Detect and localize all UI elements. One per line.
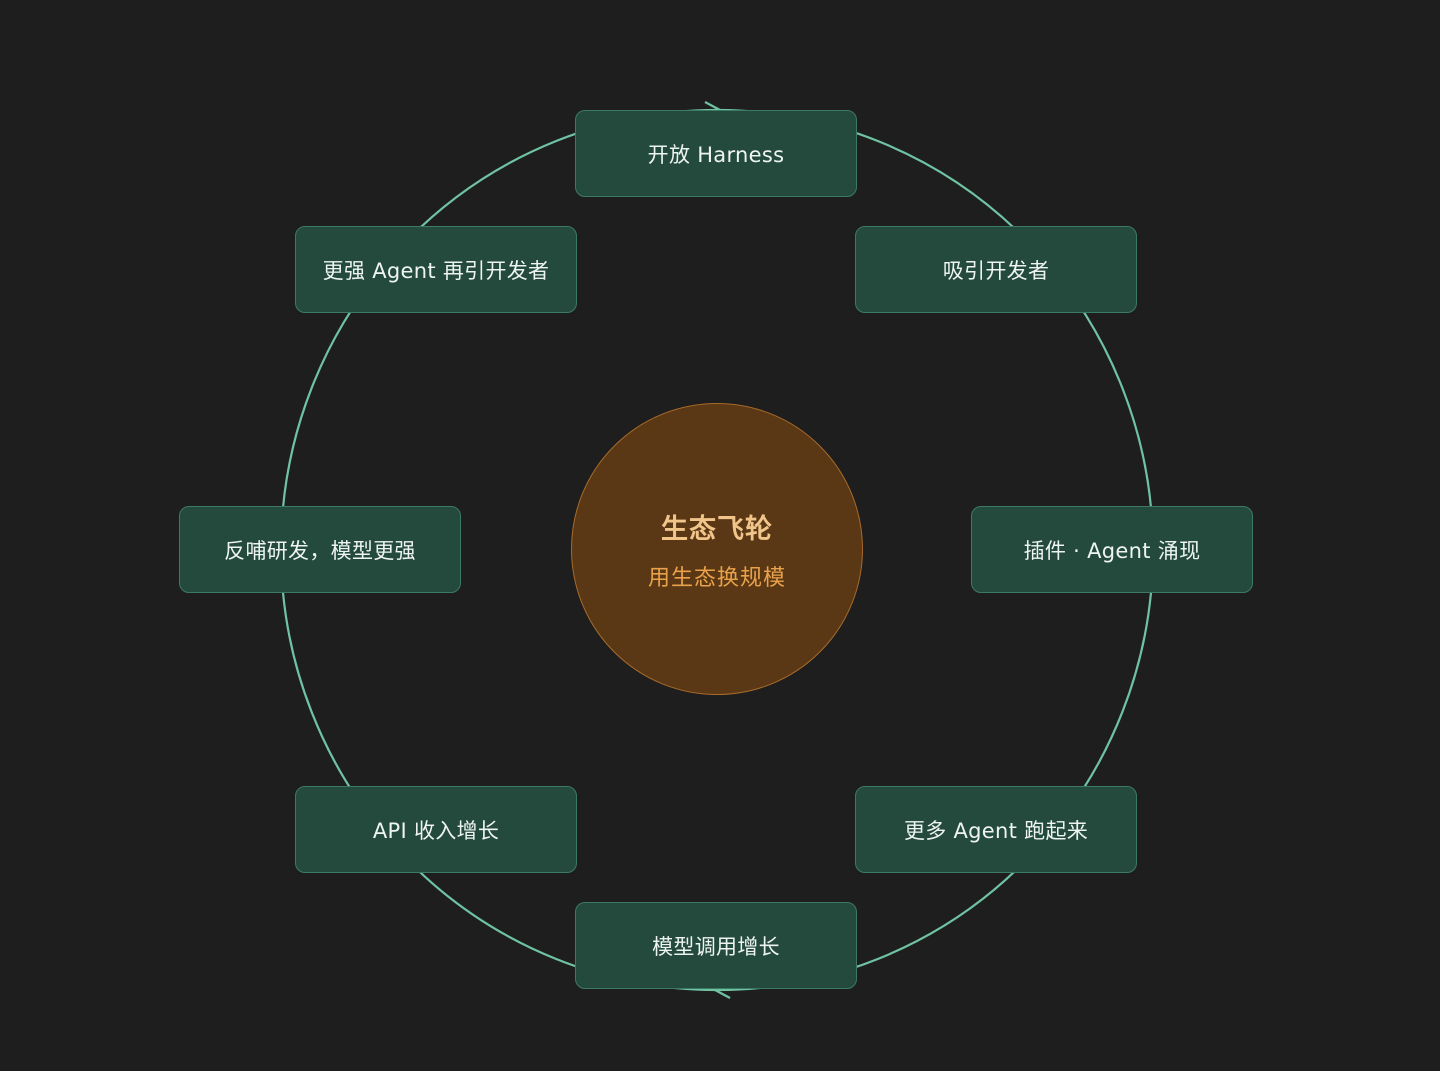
center-hub: 生态飞轮 用生态换规模 [571, 403, 863, 695]
node-label: 更多 Agent 跑起来 [903, 818, 1089, 843]
center-title: 生态飞轮 [661, 513, 773, 545]
node-feed-back-research: 反哺研发，模型更强 [179, 506, 461, 593]
node-attract-developers: 吸引开发者 [855, 226, 1137, 313]
node-label: 模型调用增长 [652, 934, 780, 959]
node-label: 更强 Agent 再引开发者 [322, 258, 550, 283]
node-api-revenue-grows: API 收入增长 [295, 786, 577, 873]
node-plugins-agents-emerge: 插件 · Agent 涌现 [971, 506, 1253, 593]
node-label: 开放 Harness [647, 142, 785, 167]
node-label: 吸引开发者 [942, 258, 1050, 283]
node-stronger-agents: 更强 Agent 再引开发者 [295, 226, 577, 313]
node-model-calls-grow: 模型调用增长 [575, 902, 857, 989]
node-label: API 收入增长 [372, 818, 500, 843]
node-label: 插件 · Agent 涌现 [1023, 538, 1201, 563]
center-subtitle: 用生态换规模 [647, 565, 786, 591]
node-open-harness: 开放 Harness [575, 110, 857, 197]
node-more-agents-running: 更多 Agent 跑起来 [855, 786, 1137, 873]
node-label: 反哺研发，模型更强 [224, 538, 416, 563]
